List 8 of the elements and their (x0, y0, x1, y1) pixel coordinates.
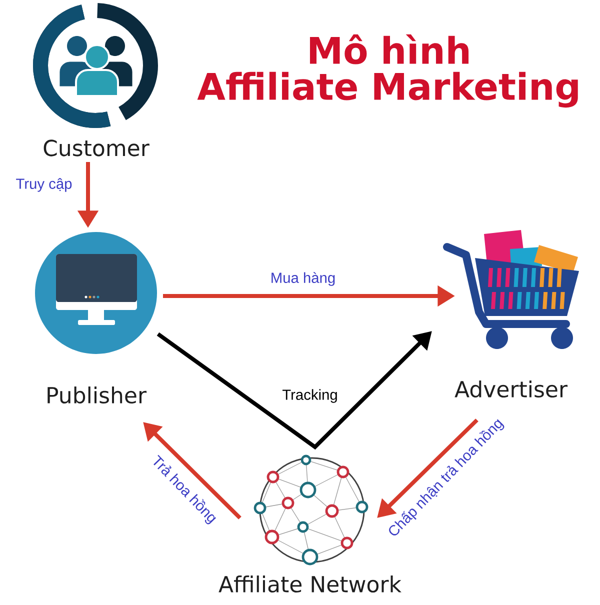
node-label: Customer (44, 140, 150, 156)
title: Mô hình Affiliate Marketing (197, 34, 578, 108)
node-label: Advertiser (454, 380, 568, 398)
node-label: Publisher (48, 386, 147, 404)
edge-label: Tracking (282, 389, 337, 403)
edge-label: Truy cập (16, 178, 72, 192)
edge-label: Mua hàng (272, 272, 335, 286)
node-label: Affiliate Network (218, 576, 402, 592)
